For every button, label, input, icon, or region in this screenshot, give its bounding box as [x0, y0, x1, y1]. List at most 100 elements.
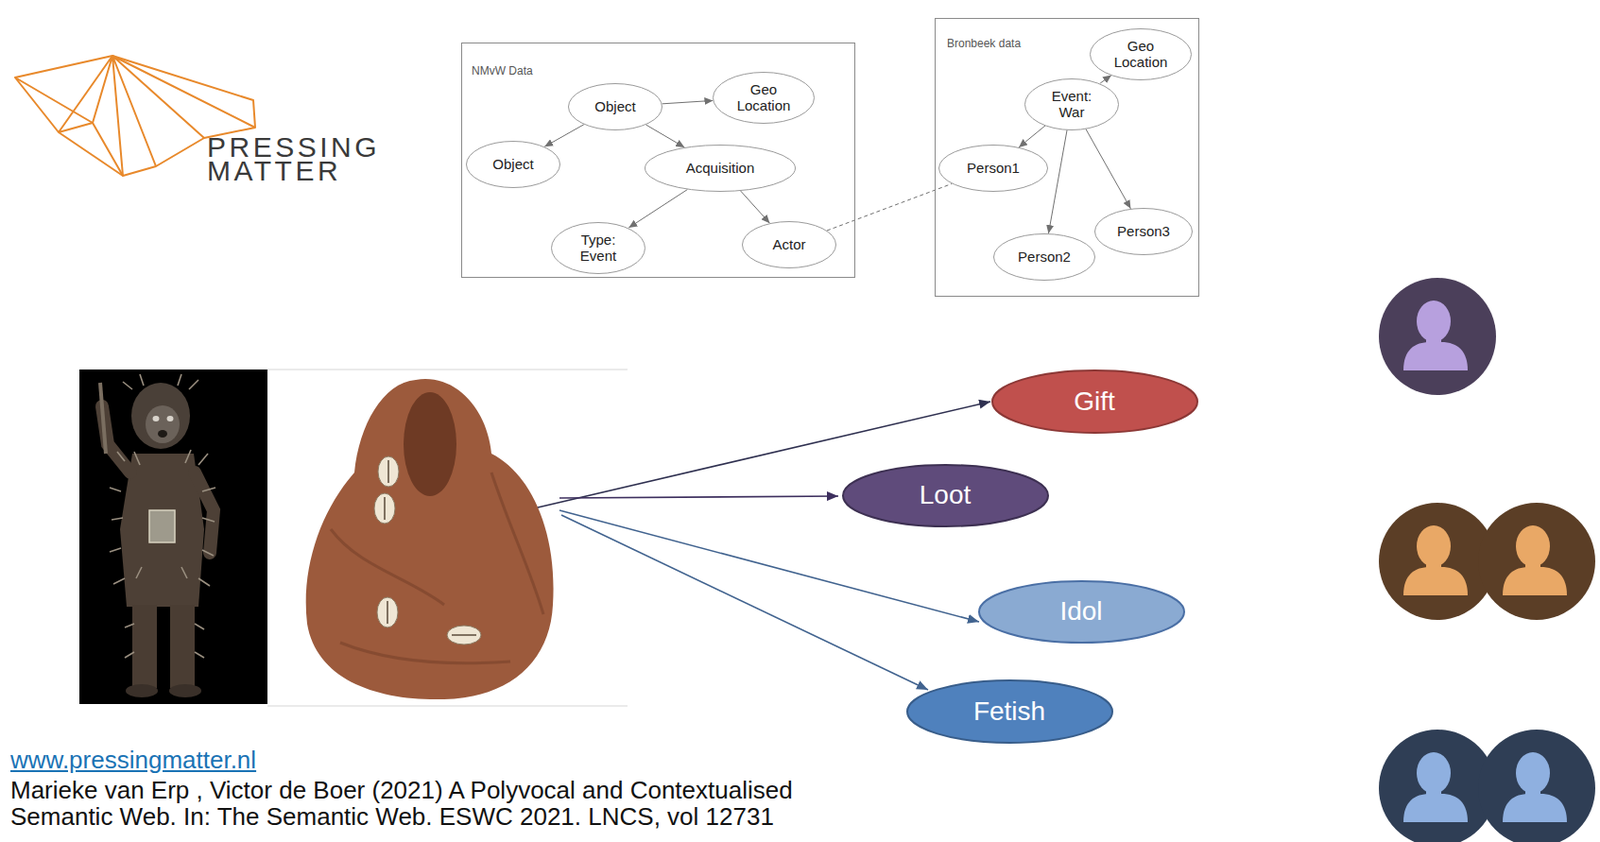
nkisi-figure-photo	[109, 487, 121, 492]
interpretation-arrows	[561, 515, 929, 690]
nkisi-figure-photo	[124, 623, 135, 628]
category-ellipse: Loot	[842, 464, 1050, 528]
node-label: Event: War	[1042, 87, 1102, 121]
person-icons	[1502, 752, 1567, 823]
ellipse-outline	[742, 222, 837, 269]
relation-connector	[662, 100, 714, 104]
clay-object-photo	[267, 705, 628, 707]
person-icons	[1478, 729, 1596, 842]
category-ellipse: Gift	[991, 369, 1199, 434]
nkisi-figure-photo	[194, 652, 205, 658]
nkisi-figure-photo	[202, 487, 216, 492]
person-icons	[1403, 793, 1468, 823]
nkisi-figure-photo	[145, 405, 180, 444]
relation-connector	[1048, 129, 1067, 234]
ellipse-outline	[994, 234, 1096, 281]
clay-object-photo	[377, 597, 398, 628]
ellipse-outline	[939, 145, 1049, 192]
clay-object-photo	[403, 392, 457, 497]
category-ellipse: Fetish	[906, 679, 1114, 744]
clay-object-photo	[374, 493, 396, 524]
relation-connector	[544, 124, 585, 148]
nkisi-figure-photo	[167, 415, 174, 422]
entity-ellipse: Object	[567, 83, 663, 131]
person-icons	[1378, 277, 1497, 396]
clay-object-photo	[451, 634, 477, 637]
person-icons	[1515, 525, 1550, 568]
ellipse-outline	[843, 464, 1049, 527]
person-icons	[1403, 342, 1468, 371]
ellipse-outline	[992, 370, 1198, 433]
source-heading: Bronbeek data	[946, 36, 1021, 51]
node-label: Loot	[919, 480, 972, 511]
person-icons	[1416, 752, 1451, 794]
clay-object-photo	[267, 369, 628, 371]
node-label: Gift	[1073, 386, 1116, 417]
ellipse-outline	[907, 680, 1113, 743]
entity-ellipse: Person3	[1094, 207, 1193, 256]
nkisi-figure-photo	[125, 684, 158, 698]
relation-connector	[1085, 128, 1132, 209]
clay-object-photo	[330, 472, 544, 664]
entity-ellipse: Geo Location	[712, 71, 815, 124]
person-icons	[1502, 793, 1567, 823]
node-label: Object	[492, 155, 534, 173]
person-icons	[1403, 525, 1468, 596]
clay-object-photo	[306, 378, 554, 700]
person-icons	[1416, 300, 1451, 343]
nkisi-figure-photo	[198, 453, 208, 465]
nkisi-figure-photo	[189, 379, 199, 390]
nkisi-figure-photo	[109, 374, 216, 658]
clay-object-photo	[447, 625, 482, 645]
person-icons	[1416, 525, 1451, 568]
person-icons	[1378, 277, 1497, 396]
entity-ellipse: Type: Event	[550, 222, 646, 275]
website-link: www.pressingmatter.nl	[10, 746, 257, 774]
nkisi-figure-photo	[170, 604, 195, 689]
relation-connector	[628, 189, 688, 228]
person-icons	[1502, 567, 1567, 596]
nkisi-figure-photo	[109, 548, 121, 552]
citation-text: Marieke van Erp , Victor de Boer (2021) …	[10, 776, 843, 830]
person-icons	[1478, 729, 1596, 842]
entity-ellipse: Actor	[741, 221, 837, 269]
nkisi-figure-photo	[202, 550, 214, 556]
entity-ellipse: Person2	[993, 233, 1096, 281]
nkisi-figure-photo	[185, 449, 191, 464]
nkisi-figure-photo	[122, 381, 133, 390]
clay-object-photo	[386, 601, 389, 624]
nkisi-figure-photo	[134, 451, 140, 465]
logo-fan	[15, 77, 123, 176]
nkisi-figure-photo	[113, 578, 125, 585]
node-label: Object	[594, 98, 636, 115]
interpretation-arrows	[559, 496, 839, 499]
node-label: Person3	[1117, 223, 1170, 240]
nkisi-figure-photo	[198, 578, 210, 586]
entity-ellipse: Event: War	[1024, 78, 1119, 131]
clay-object-photo	[383, 497, 386, 520]
data-source-box: ObjectGeo LocationObjectAcquisitionType:…	[461, 42, 856, 278]
nkisi-figure-photo	[177, 374, 182, 386]
relation-connector	[826, 183, 952, 231]
nkisi-figure-photo	[181, 567, 188, 579]
entity-ellipse: Person1	[938, 144, 1049, 192]
entity-ellipse: Geo Location	[1089, 28, 1192, 81]
nkisi-figure-photo	[111, 517, 123, 520]
ellipse-outline	[568, 84, 663, 131]
nkisi-figure-photo	[153, 415, 160, 422]
nkisi-figure-photo	[149, 510, 175, 543]
interpretation-arrows	[537, 401, 991, 690]
nkisi-figure-photo	[132, 604, 157, 689]
person-icons	[1478, 502, 1596, 620]
person-icons	[1502, 525, 1567, 596]
ellipse-outline	[551, 222, 646, 274]
node-label: Geo Location	[1111, 37, 1170, 71]
node-label: Fetish	[973, 696, 1046, 727]
nkisi-figure-photo	[194, 472, 214, 553]
nkisi-figure-photo	[157, 430, 168, 438]
nkisi-figure-photo	[136, 567, 142, 579]
relation-connector	[1018, 125, 1046, 148]
node-label: Person2	[1017, 248, 1071, 265]
node-label: Acquisition	[686, 159, 756, 176]
